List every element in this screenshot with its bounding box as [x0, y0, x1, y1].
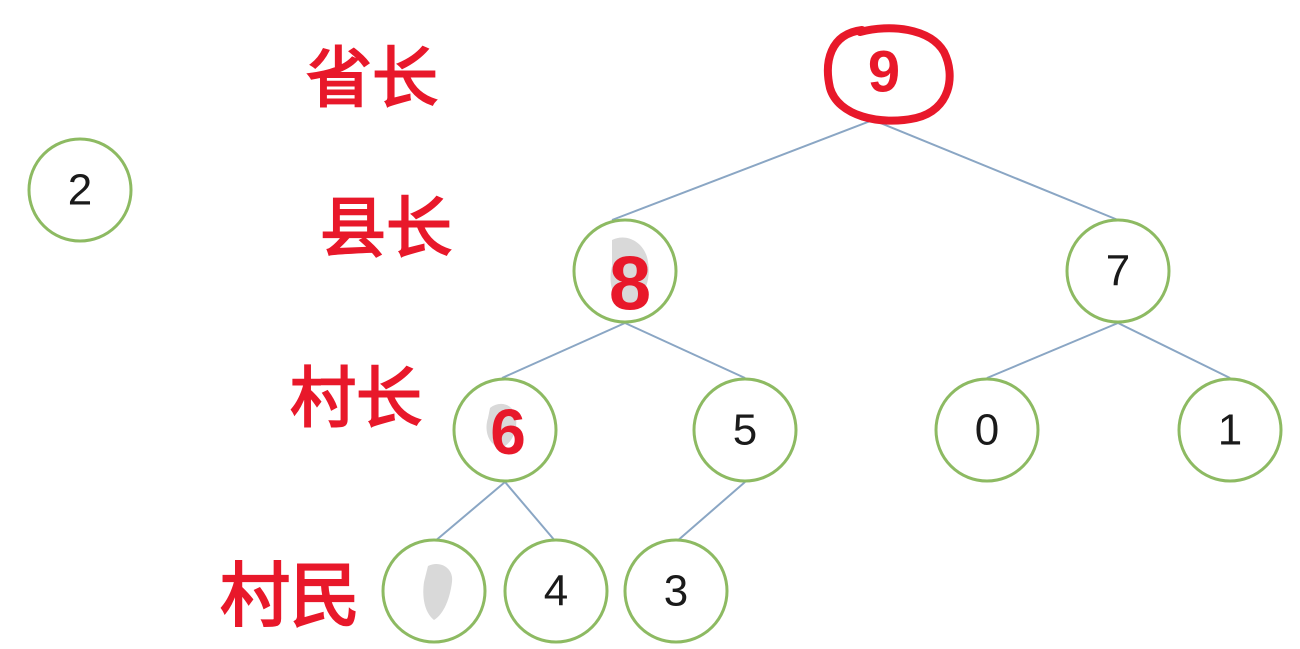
l1-left-handwritten-value: 8	[609, 242, 651, 327]
node-circle	[1065, 218, 1171, 324]
node-l2-d: 1	[1177, 377, 1283, 483]
edge-l2-b-l3-c	[675, 481, 746, 543]
node-circle	[934, 377, 1040, 483]
edge-l2-a-l3-a	[433, 481, 506, 543]
level-label-4: 村民	[220, 557, 360, 635]
l2-a-handwritten-value: 6	[490, 396, 526, 468]
node-l2-b: 5	[692, 377, 798, 483]
node-value: 7	[1106, 247, 1130, 296]
edge-l1-right-l2-d	[1117, 322, 1231, 379]
node-circle	[1177, 377, 1283, 483]
node-l1-left	[572, 218, 678, 324]
node-detached: 2	[27, 137, 133, 243]
node-circle	[503, 538, 609, 644]
level-label-3: 村长	[290, 361, 422, 435]
tree-edges	[433, 119, 1231, 543]
erased-value-smudge	[423, 563, 453, 620]
level-label-1: 省长	[306, 41, 438, 115]
node-value: 4	[544, 567, 568, 616]
edge-l2-a-l3-b	[504, 481, 557, 543]
node-l1-right: 7	[1065, 218, 1171, 324]
node-circle	[623, 538, 729, 644]
node-l3-a	[381, 538, 487, 644]
node-l2-a	[452, 377, 558, 483]
node-l3-c: 3	[623, 538, 729, 644]
node-root: 9	[823, 24, 954, 125]
node-circle	[692, 377, 798, 483]
edge-l1-left-l2-a	[501, 322, 626, 379]
edge-root-l1-right	[872, 119, 1119, 221]
node-circle	[27, 137, 133, 243]
node-value: 5	[733, 406, 757, 455]
node-value: 3	[664, 567, 688, 616]
edge-l1-left-l2-b	[624, 322, 746, 379]
erased-value-smudge	[610, 237, 649, 308]
root-hand-drawn-circle	[823, 24, 954, 125]
level-label-2: 县长	[320, 191, 452, 265]
erased-value-smudge	[486, 403, 517, 448]
node-l3-b: 4	[503, 538, 609, 644]
node-value: 0	[975, 406, 999, 455]
node-value: 2	[68, 166, 92, 215]
node-l2-c: 0	[934, 377, 1040, 483]
root-handwritten-value: 9	[868, 40, 900, 105]
edge-root-l1-left	[611, 119, 874, 221]
node-value: 1	[1218, 406, 1242, 455]
edge-l1-right-l2-c	[986, 322, 1119, 379]
